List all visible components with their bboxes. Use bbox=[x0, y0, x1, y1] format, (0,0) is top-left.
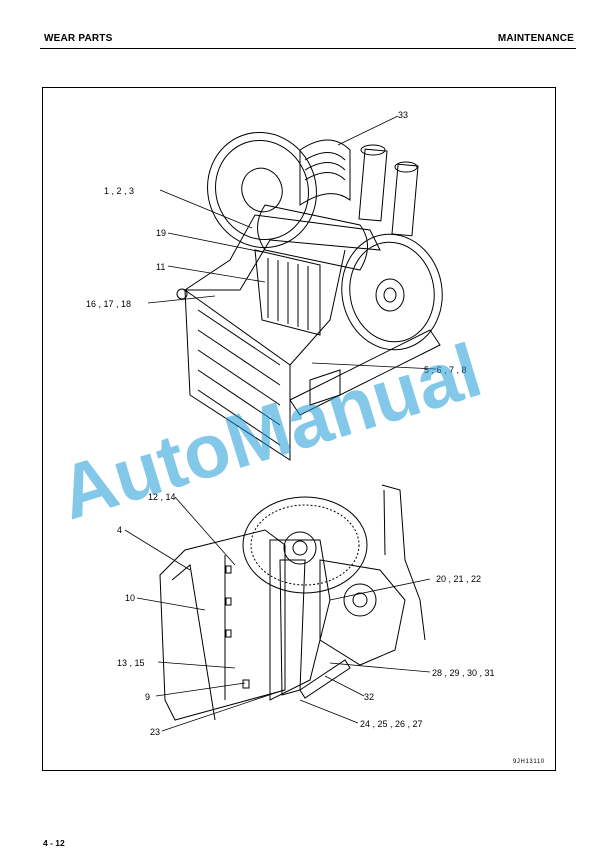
callout-20-21-22: 20 , 21 , 22 bbox=[436, 574, 481, 584]
callout-11: 11 bbox=[156, 262, 165, 272]
callout-23: 23 bbox=[150, 727, 160, 737]
callout-24-25-26-27: 24 , 25 , 26 , 27 bbox=[360, 719, 423, 729]
callout-5-6-7-8: 5 , 6 , 7 , 8 bbox=[424, 365, 467, 375]
callout-4: 4 bbox=[117, 525, 122, 535]
callout-13-15: 13 , 15 bbox=[117, 658, 145, 668]
callout-16-17-18: 16 , 17 , 18 bbox=[86, 299, 131, 309]
callout-33: 33 bbox=[398, 110, 408, 120]
callout-labels: 1 , 2 , 3 19 11 16 , 17 , 18 33 5 , 6 , … bbox=[86, 110, 495, 737]
section-title: WEAR PARTS bbox=[44, 33, 113, 44]
callout-10: 10 bbox=[125, 593, 135, 603]
callout-19: 19 bbox=[156, 228, 166, 238]
chapter-title: MAINTENANCE bbox=[497, 33, 574, 44]
callout-1-2-3: 1 , 2 , 3 bbox=[104, 186, 134, 196]
callout-12-14: 12 , 14 bbox=[148, 492, 176, 502]
callout-32: 32 bbox=[364, 692, 374, 702]
callout-9: 9 bbox=[145, 692, 150, 702]
figure-code: 9JH13110 bbox=[513, 759, 545, 765]
bottom-assembly-drawing bbox=[159, 484, 426, 721]
page-number: 4 - 12 bbox=[43, 838, 65, 848]
callout-28-29-30-31: 28 , 29 , 30 , 31 bbox=[432, 668, 495, 678]
header-rule bbox=[40, 48, 576, 49]
figure-frame bbox=[42, 87, 556, 771]
top-assembly-drawing bbox=[176, 131, 443, 461]
leader-lines bbox=[124, 115, 437, 732]
